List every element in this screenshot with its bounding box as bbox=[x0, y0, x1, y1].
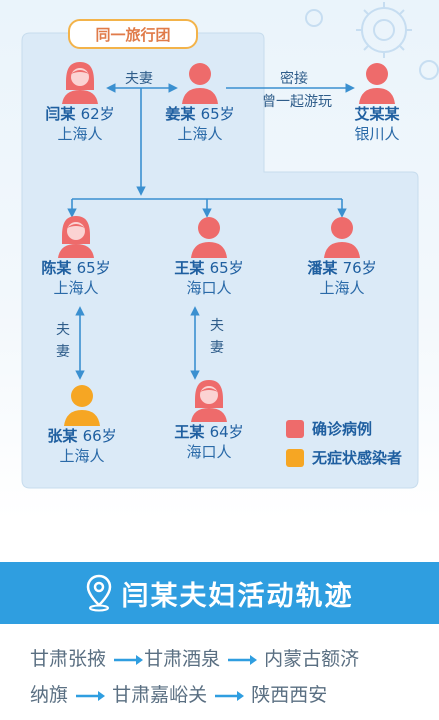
male-avatar-icon bbox=[324, 217, 360, 258]
legend-asymptomatic-swatch bbox=[286, 448, 304, 467]
route-row-2: 纳旗 甘肃嘉峪关 陕西西安 bbox=[30, 680, 327, 707]
person-city: 海口人 bbox=[186, 443, 232, 461]
route-stop: 陕西西安 bbox=[251, 684, 328, 706]
travel-group-label: 同一旅行团 bbox=[68, 19, 198, 49]
person-name: 艾某某 bbox=[354, 105, 400, 123]
person-pan: 潘某 76岁 上海人 bbox=[290, 214, 394, 298]
spouse-label-mid: 夫妻 bbox=[210, 318, 224, 356]
spouse-label-top: 夫妻 bbox=[125, 71, 153, 87]
person-city: 上海人 bbox=[319, 279, 365, 297]
travel-group-panel bbox=[21, 32, 419, 489]
person-name: 闫某 bbox=[45, 105, 76, 123]
person-name: 王某 bbox=[174, 423, 205, 441]
person-city: 海口人 bbox=[186, 279, 232, 297]
person-ai: 艾某某 银川人 bbox=[337, 60, 417, 144]
banner-title: 闫某夫妇活动轨迹 bbox=[121, 580, 354, 612]
legend-confirmed-swatch bbox=[286, 419, 304, 438]
person-age: 66岁 bbox=[82, 427, 117, 445]
route-stop: 甘肃张掖 bbox=[30, 648, 107, 670]
route-stop: 内蒙古额济 bbox=[264, 648, 360, 670]
arrow-right-icon bbox=[215, 690, 245, 701]
person-city: 上海人 bbox=[53, 279, 99, 297]
virus-decoration bbox=[305, 2, 439, 80]
person-age: 65岁 bbox=[200, 105, 235, 123]
person-name: 王某 bbox=[174, 259, 205, 277]
female-avatar-icon bbox=[191, 380, 227, 422]
person-age: 65岁 bbox=[209, 259, 244, 277]
route-stop: 甘肃酒泉 bbox=[144, 648, 221, 670]
person-wang-64: 王某 64岁 海口人 bbox=[157, 378, 261, 462]
route-row-1: 甘肃张掖 甘肃酒泉 内蒙古额济 bbox=[30, 644, 359, 671]
male-avatar-icon bbox=[191, 217, 227, 258]
male-avatar-icon bbox=[359, 63, 395, 104]
route-stop-continued: 纳旗 bbox=[30, 684, 69, 706]
legend-asymptomatic-label: 无症状感染者 bbox=[312, 449, 403, 467]
legend-confirmed: 确诊病例 bbox=[286, 418, 372, 439]
route-stop: 甘肃嘉峪关 bbox=[112, 684, 208, 706]
person-age: 64岁 bbox=[209, 423, 244, 441]
arrow-right-icon bbox=[114, 654, 144, 665]
person-chen: 陈某 65岁 上海人 bbox=[26, 214, 126, 298]
arrow-right-icon bbox=[228, 654, 258, 665]
person-name: 潘某 bbox=[307, 259, 338, 277]
male-avatar-icon bbox=[182, 63, 218, 104]
person-yan: 闫某 62岁 上海人 bbox=[30, 60, 130, 144]
person-age: 65岁 bbox=[76, 259, 111, 277]
person-city: 上海人 bbox=[57, 125, 103, 143]
transmission-diagram bbox=[21, 32, 419, 489]
person-age: 62岁 bbox=[80, 105, 115, 123]
person-city: 上海人 bbox=[177, 125, 223, 143]
contact-label-line1: 密接 bbox=[280, 71, 308, 87]
location-pin-icon bbox=[86, 574, 111, 612]
person-city: 上海人 bbox=[59, 447, 105, 465]
male-avatar-icon bbox=[64, 385, 100, 426]
female-avatar-icon bbox=[58, 216, 94, 258]
contact-label-line2: 曾一起游玩 bbox=[262, 94, 332, 110]
activity-track-banner: 闫某夫妇活动轨迹 bbox=[0, 562, 439, 624]
legend-asymptomatic: 无症状感染者 bbox=[286, 447, 402, 468]
person-name: 张某 bbox=[47, 427, 78, 445]
arrow-right-icon bbox=[76, 690, 106, 701]
person-wang-65: 王某 65岁 海口人 bbox=[157, 214, 261, 298]
person-name: 陈某 bbox=[41, 259, 72, 277]
female-avatar-icon bbox=[62, 62, 98, 104]
person-age: 76岁 bbox=[342, 259, 377, 277]
person-zhang: 张某 66岁 上海人 bbox=[30, 382, 134, 466]
person-city: 银川人 bbox=[354, 125, 400, 143]
spouse-label-left: 夫妻 bbox=[56, 322, 70, 360]
legend-confirmed-label: 确诊病例 bbox=[312, 420, 373, 438]
person-name: 姜某 bbox=[165, 105, 196, 123]
person-jiang: 姜某 65岁 上海人 bbox=[148, 60, 252, 144]
